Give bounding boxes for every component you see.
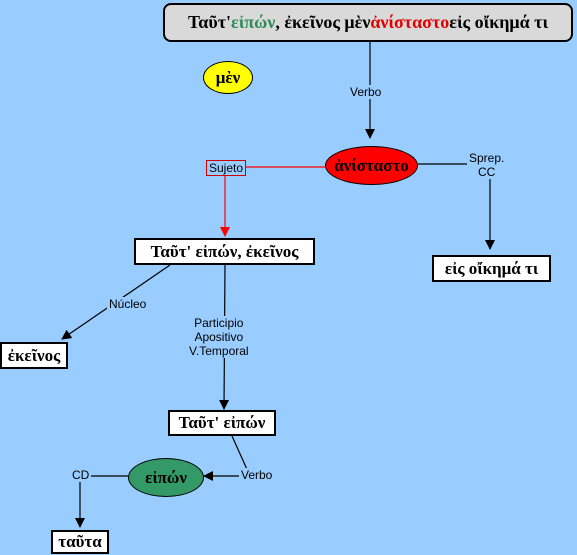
- label-verbo-top: Verbo: [348, 85, 384, 99]
- main-verb-node: ἀνίσταστο: [325, 146, 418, 185]
- participle-node: εἰπών: [128, 458, 204, 497]
- subject-box: Ταῦτ' εἰπών, ἐκεῖνος: [134, 238, 315, 265]
- label-participio: Participio Apositivo V.Temporal: [187, 316, 251, 358]
- prep-phrase-box: εἰς οἴκημά τι: [432, 255, 551, 282]
- object-box: ταῦτα: [51, 530, 109, 554]
- participle-phrase-box: Ταῦτ' εἰπών: [168, 410, 276, 436]
- label-participio-line1: Participio: [194, 316, 244, 330]
- label-nucleo: Núcleo: [107, 297, 149, 311]
- sentence-part-3: , ἐκεῖνος μὲν: [275, 12, 371, 32]
- label-verbo-bottom: Verbo: [239, 468, 275, 482]
- label-sprep: Sprep.: [469, 151, 505, 165]
- nucleus-box: ἐκεῖνος: [0, 342, 68, 369]
- label-cd: CD: [70, 468, 92, 482]
- label-participio-line3: V.Temporal: [189, 344, 249, 358]
- edge-participle-object: [75, 475, 128, 528]
- label-sujeto: Sujeto: [206, 160, 247, 176]
- label-sprep-cc: Sprep. CC: [467, 151, 507, 179]
- label-participio-line2: Apositivo: [194, 330, 244, 344]
- particle-men-node: μὲν: [203, 61, 253, 94]
- label-cc: CC: [478, 165, 496, 179]
- sentence-part-4: ἀνίσταστο: [370, 12, 450, 32]
- sentence-box: Ταῦτ' εἰπών, ἐκεῖνος μὲν ἀνίσταστο εἰς ο…: [163, 3, 573, 42]
- sentence-part-1: Ταῦτ': [187, 12, 231, 32]
- edge-verb-subject: [220, 166, 325, 237]
- sentence-part-2: εἰπών: [231, 12, 276, 32]
- sentence-part-5: εἰς οἴκημά τι: [449, 12, 549, 32]
